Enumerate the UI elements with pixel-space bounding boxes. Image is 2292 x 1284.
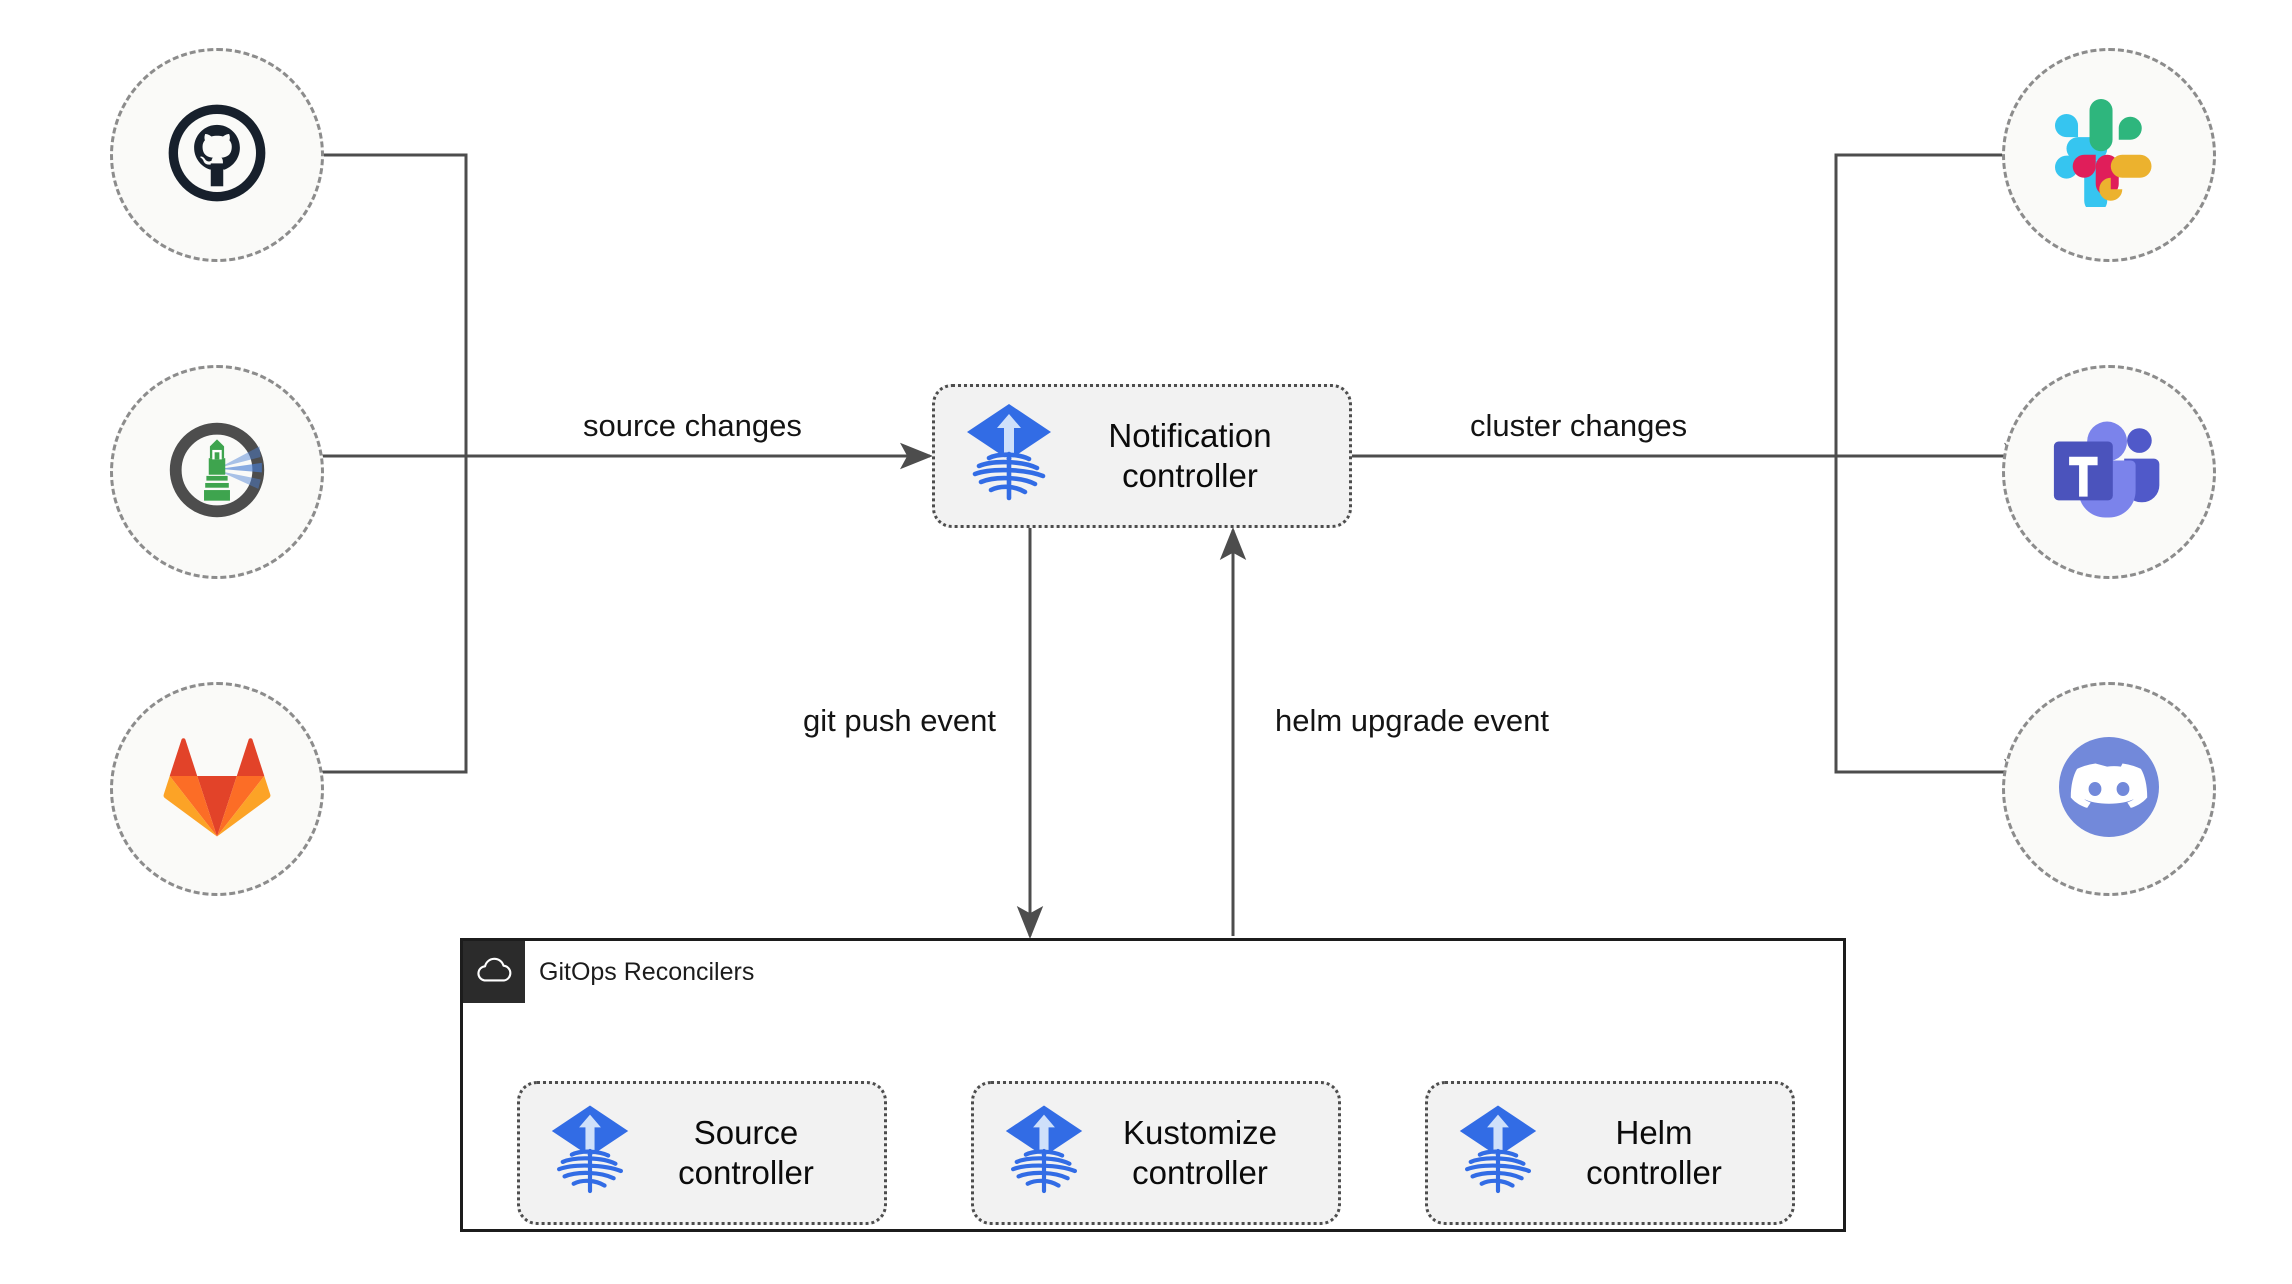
github-icon	[165, 101, 269, 210]
cloud-icon	[475, 957, 513, 988]
gitops-reconcilers-container: GitOps Reconcilers Source controll	[460, 938, 1846, 1232]
source-controller-label: Source controller	[678, 1113, 814, 1191]
source-node-gitlab[interactable]	[110, 682, 324, 896]
notification-controller-label: Notification controller	[1108, 416, 1272, 494]
source-controller-box[interactable]: Source controller	[517, 1081, 887, 1225]
edge-label-helm-upgrade-event: helm upgrade event	[1275, 703, 1550, 738]
edge-cluster-changes-to-slack	[1834, 141, 2037, 456]
edge-cluster-changes-to-discord	[1834, 456, 2037, 786]
flux-logo-icon	[1004, 1103, 1084, 1204]
source-node-github[interactable]	[110, 48, 324, 262]
edge-label-git-push-event: git push event	[803, 703, 997, 738]
edge-label-source-changes: source changes	[583, 408, 802, 443]
kustomize-controller-box[interactable]: Kustomize controller	[971, 1081, 1341, 1225]
slack-icon	[2055, 98, 2163, 212]
container-tab	[463, 941, 525, 1003]
microsoft-teams-icon	[2052, 416, 2166, 529]
gitlab-icon	[162, 735, 272, 844]
helm-controller-label: Helm controller	[1586, 1113, 1722, 1191]
discord-icon	[2049, 727, 2169, 852]
kustomize-controller-label: Kustomize controller	[1122, 1113, 1278, 1191]
source-node-harbor[interactable]	[110, 365, 324, 579]
helm-controller-box[interactable]: Helm controller	[1425, 1081, 1795, 1225]
container-title: GitOps Reconcilers	[539, 958, 755, 986]
target-node-slack[interactable]	[2002, 48, 2216, 262]
target-node-teams[interactable]	[2002, 365, 2216, 579]
flux-logo-icon	[965, 402, 1053, 511]
flux-logo-icon	[550, 1103, 630, 1204]
notification-controller-box[interactable]: Notification controller	[932, 384, 1352, 528]
target-node-discord[interactable]	[2002, 682, 2216, 896]
edge-label-cluster-changes: cluster changes	[1470, 408, 1688, 443]
flux-logo-icon	[1458, 1103, 1538, 1204]
harbor-icon	[158, 411, 276, 534]
